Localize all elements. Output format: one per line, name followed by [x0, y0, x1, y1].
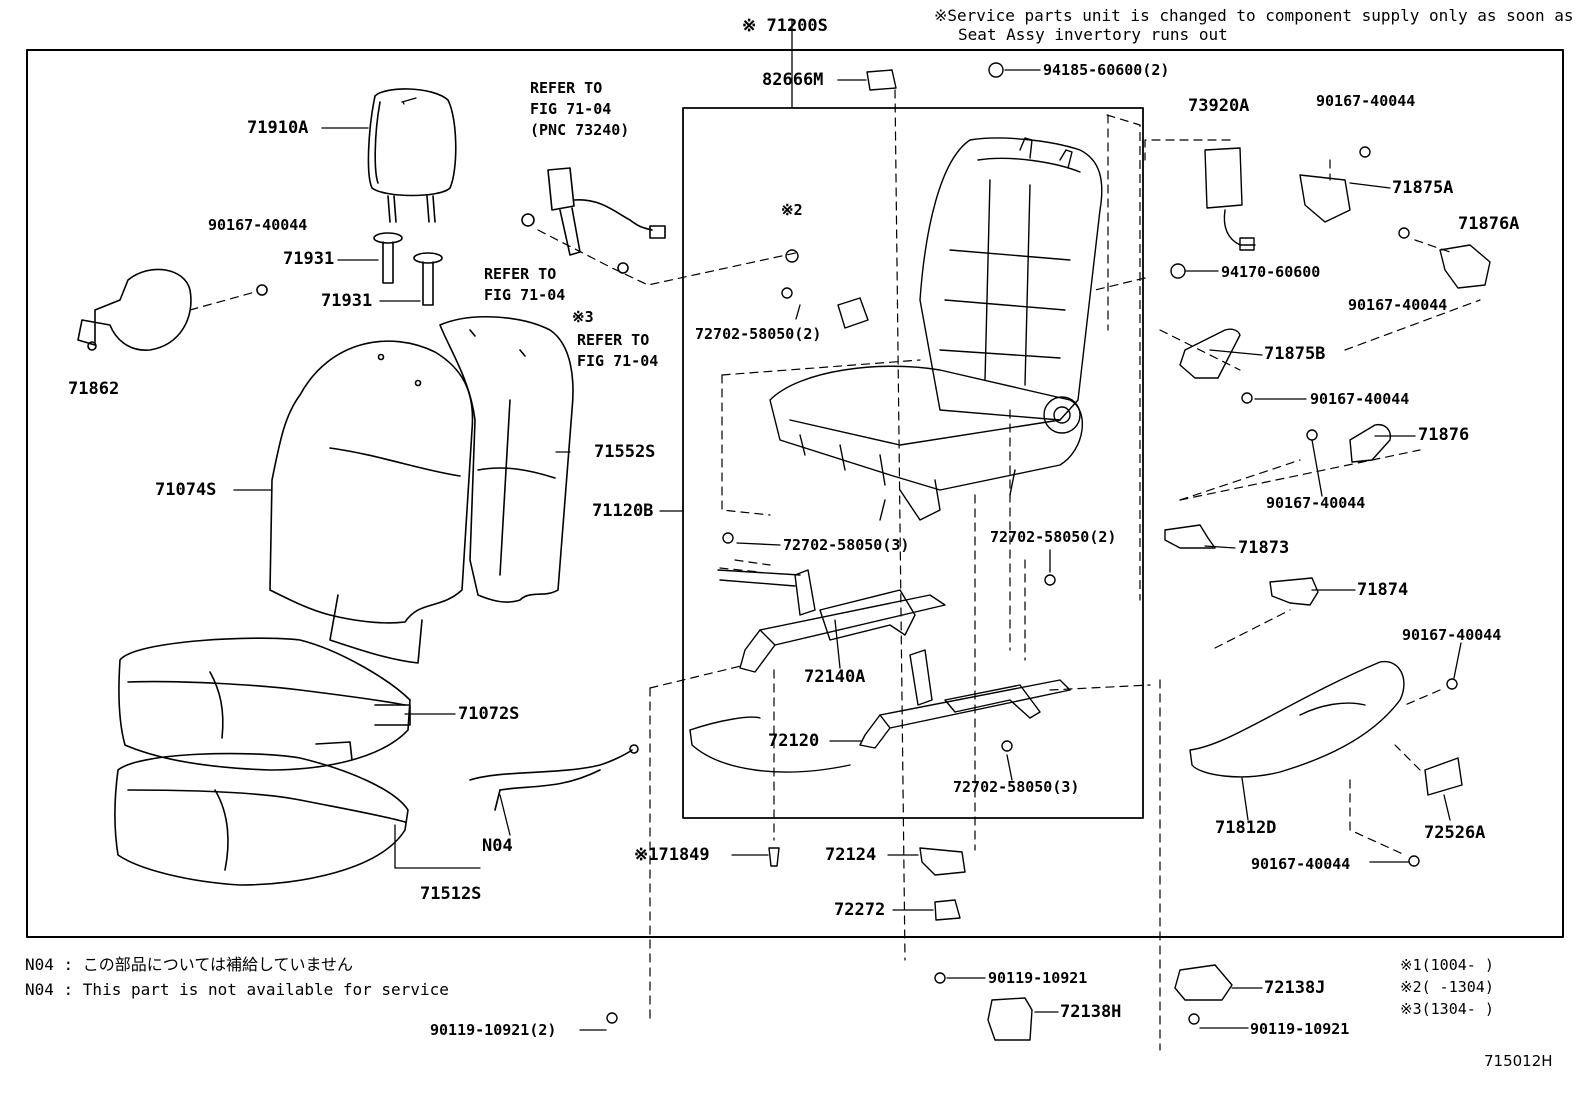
- part-label-72702-58050-b[interactable]: 72702-58050(3): [783, 536, 910, 554]
- serial-note-3: ※3(1304- ): [1400, 1000, 1494, 1018]
- refer-note-3-line1: REFER TO: [577, 331, 650, 349]
- refer-note-1-line1: REFER TO: [530, 79, 603, 97]
- footnote-n04-english: N04 : This part is not available for ser…: [25, 980, 449, 999]
- refer-note-1-line3: (PNC 73240): [530, 121, 630, 139]
- part-71875B-shape: [1179, 328, 1241, 379]
- seat-cushion-cover-drawing: [118, 637, 411, 771]
- part-label-90167-40044-c[interactable]: 90167-40044: [1348, 296, 1448, 314]
- refer-note-1-line2: FIG 71-04: [530, 100, 612, 118]
- side-parts-drawing: [837, 69, 1491, 1041]
- part-72124-shape: [919, 847, 966, 876]
- service-note-line2: Seat Assy invertory runs out: [958, 25, 1228, 44]
- part-label-72526A[interactable]: 72526A: [1424, 823, 1486, 843]
- part-72138H-shape: [987, 997, 1033, 1041]
- fasteners-drawing: [606, 62, 1458, 1025]
- part-71876-shape: [1349, 423, 1392, 463]
- part-label-71874[interactable]: 71874: [1357, 580, 1409, 600]
- part-label-72138J[interactable]: 72138J: [1264, 978, 1326, 998]
- outer-frame: [26, 49, 1564, 938]
- part-label-71931-a[interactable]: 71931: [283, 249, 335, 269]
- part-label-71512S[interactable]: 71512S: [420, 884, 482, 904]
- seat-track-drawing: [689, 569, 1071, 773]
- part-71876A-shape: [1439, 244, 1491, 289]
- part-72272-shape: [934, 899, 961, 921]
- part-71873-shape: [1164, 524, 1216, 549]
- seatback-pad-drawing: [439, 316, 574, 603]
- part-label-72702-58050-a[interactable]: 72702-58050(2): [695, 325, 822, 343]
- refer-note-2[interactable]: REFER TO FIG 71-04: [484, 264, 565, 306]
- seat-belt-buckle-drawing: [521, 167, 666, 274]
- refer-note-3-mark: ※3: [572, 308, 594, 326]
- part-82666M-shape: [866, 69, 897, 91]
- service-note-line1: ※Service parts unit is changed to compon…: [934, 6, 1574, 25]
- part-71874-shape: [1269, 577, 1319, 606]
- part-label-71876[interactable]: 71876: [1418, 425, 1470, 445]
- part-label-90167-40044-e[interactable]: 90167-40044: [1266, 494, 1366, 512]
- refer-note-3-line2: FIG 71-04: [577, 352, 659, 370]
- part-label-71876A[interactable]: 71876A: [1458, 214, 1520, 234]
- bolt-90167-a: [256, 284, 268, 296]
- part-label-71875A[interactable]: 71875A: [1392, 178, 1454, 198]
- part-label-73920A[interactable]: 73920A: [1188, 96, 1250, 116]
- inner-frame-71120B: [682, 107, 1144, 819]
- part-label-71931-b[interactable]: 71931: [321, 291, 373, 311]
- part-label-90167-40044-f[interactable]: 90167-40044: [1402, 626, 1502, 644]
- part-label-N04[interactable]: N04: [482, 836, 513, 856]
- part-label-90167-40044-a[interactable]: 90167-40044: [208, 216, 308, 234]
- assembly-label: ※ 71200S: [742, 16, 828, 36]
- part-72138J-shape: [1174, 964, 1233, 1001]
- refer-note-3[interactable]: REFER TO FIG 71-04: [577, 330, 658, 372]
- serial-note-2: ※2( -1304): [1400, 978, 1494, 996]
- seatback-cover-drawing: [269, 340, 474, 664]
- seat-cushion-pad-drawing: [114, 752, 409, 886]
- part-label-90119-10921-b[interactable]: 90119-10921: [1250, 1020, 1350, 1038]
- part-label-x2: ※2: [781, 201, 803, 219]
- part-label-94170-60600[interactable]: 94170-60600: [1221, 263, 1321, 281]
- part-label-71910A[interactable]: 71910A: [247, 118, 309, 138]
- part-label-71875B[interactable]: 71875B: [1264, 344, 1326, 364]
- part-label-90119-10921-a[interactable]: 90119-10921: [988, 969, 1088, 987]
- part-label-71120B[interactable]: 71120B: [592, 501, 654, 521]
- part-bracket-x2-shape: [837, 297, 869, 329]
- part-73920A-shape: [1204, 147, 1243, 209]
- part-label-171849[interactable]: ※171849: [634, 845, 710, 865]
- part-label-90167-40044-b[interactable]: 90167-40044: [1316, 92, 1416, 110]
- part-label-72140A[interactable]: 72140A: [804, 667, 866, 687]
- headrest-support-drawing: [373, 232, 443, 306]
- part-label-72138H[interactable]: 72138H: [1060, 1002, 1122, 1022]
- part-label-71812D[interactable]: 71812D: [1215, 818, 1277, 838]
- part-label-72702-58050-c[interactable]: 72702-58050(2): [990, 528, 1117, 546]
- part-label-94185-60600[interactable]: 94185-60600(2): [1043, 61, 1170, 79]
- part-label-72702-58050-d[interactable]: 72702-58050(3): [953, 778, 1080, 796]
- footnote-n04-japanese: N04 : この部品については補給していません: [25, 955, 354, 974]
- leader-lines: [233, 19, 1462, 1031]
- refer-note-1[interactable]: REFER TO FIG 71-04 (PNC 73240): [530, 78, 629, 141]
- part-71875A-shape: [1299, 174, 1351, 223]
- part-label-71074S[interactable]: 71074S: [155, 480, 217, 500]
- part-label-90167-40044-g[interactable]: 90167-40044: [1251, 855, 1351, 873]
- part-label-90167-40044-d[interactable]: 90167-40044: [1310, 390, 1410, 408]
- headrest-cover-drawing: [77, 268, 192, 351]
- headrest-drawing: [367, 88, 457, 223]
- part-72526A-shape: [1424, 757, 1463, 796]
- part-label-82666M[interactable]: 82666M: [762, 70, 824, 90]
- dashed-lines: [189, 89, 1481, 1051]
- part-label-72124[interactable]: 72124: [825, 845, 877, 865]
- part-label-71552S[interactable]: 71552S: [594, 442, 656, 462]
- part-label-71862[interactable]: 71862: [68, 379, 120, 399]
- part-label-72120[interactable]: 72120: [768, 731, 820, 751]
- refer-note-2-line2: FIG 71-04: [484, 286, 566, 304]
- part-label-71072S[interactable]: 71072S: [458, 704, 520, 724]
- figure-code: 715012H: [1484, 1052, 1553, 1070]
- part-label-72272[interactable]: 72272: [834, 900, 886, 920]
- seat-frame-drawing: [769, 137, 1103, 521]
- serial-note-1: ※1(1004- ): [1400, 956, 1494, 974]
- refer-note-2-line1: REFER TO: [484, 265, 557, 283]
- part-label-71873[interactable]: 71873: [1238, 538, 1290, 558]
- part-71812D-shape: [1189, 660, 1405, 778]
- part-label-90119-10921-c[interactable]: 90119-10921(2): [430, 1021, 557, 1039]
- wire-harness-drawing: [469, 744, 639, 811]
